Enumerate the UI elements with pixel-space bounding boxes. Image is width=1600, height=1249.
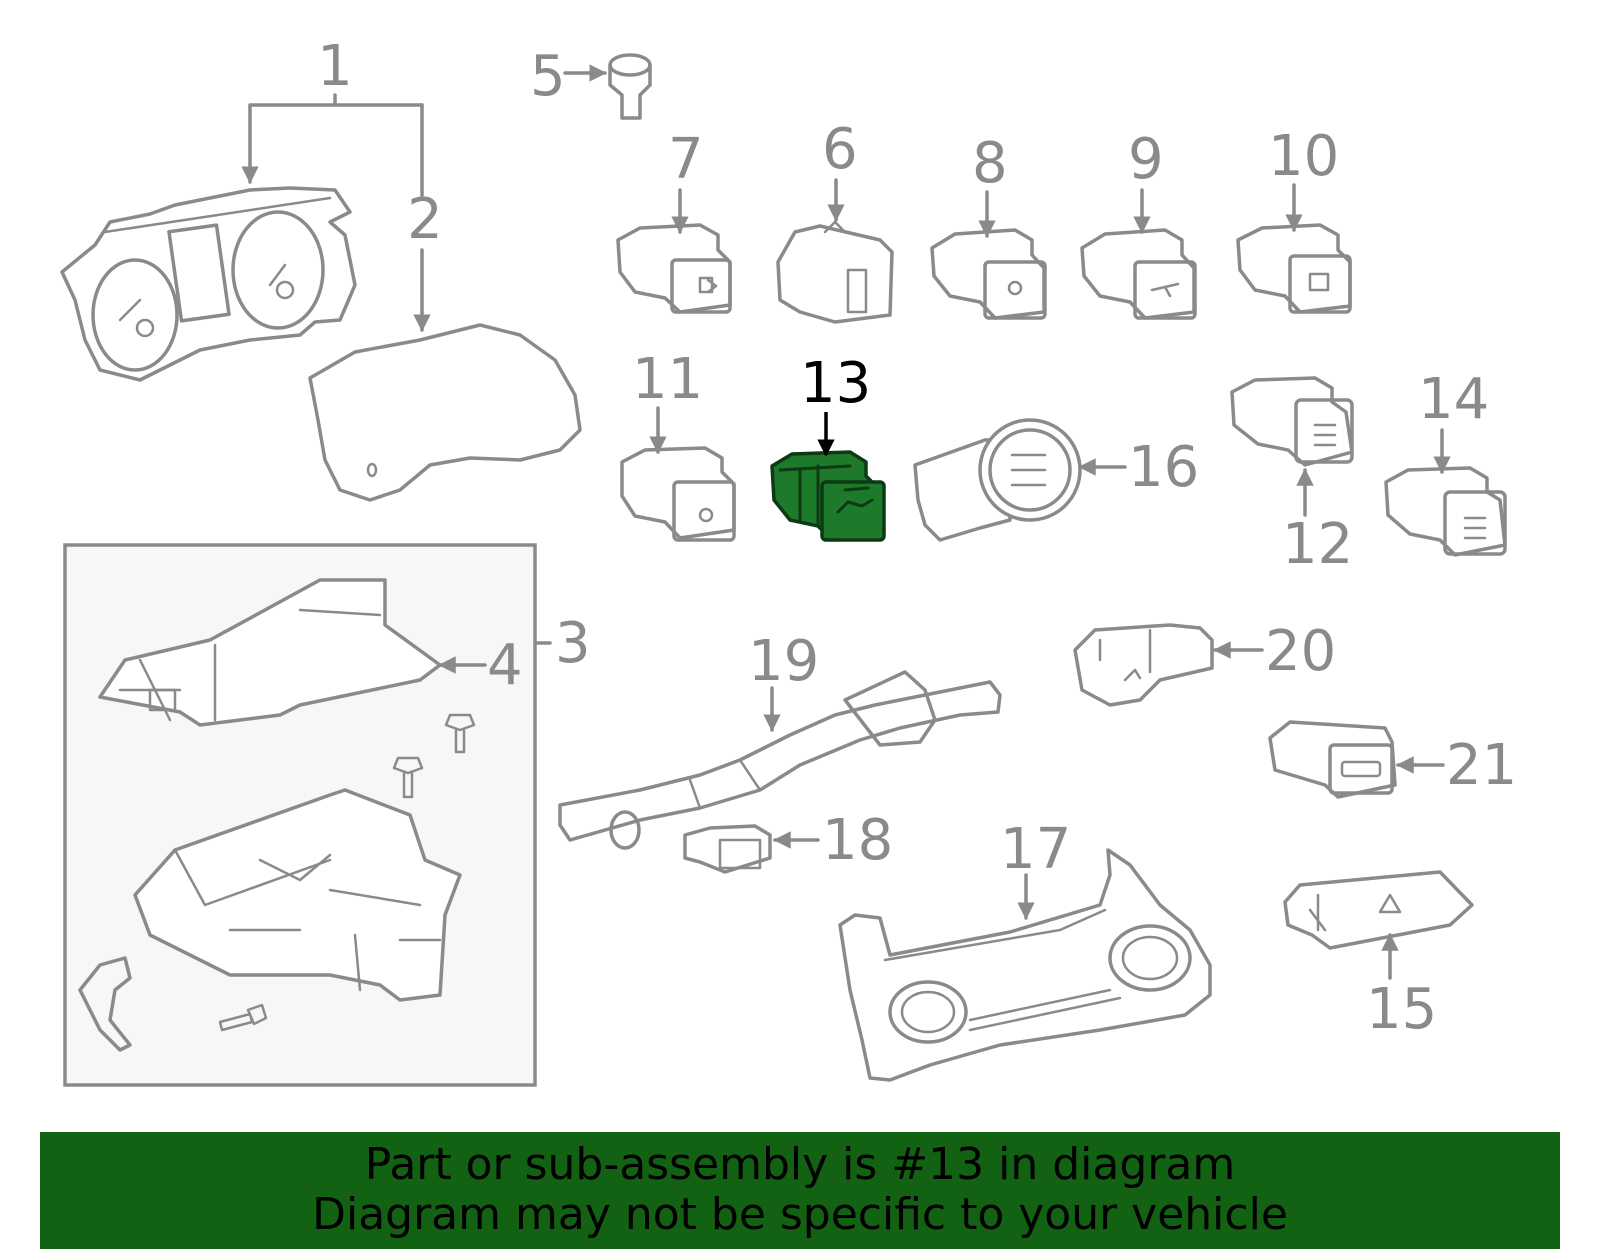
part-3-assembly-box[interactable] <box>63 543 537 1087</box>
callout-label-12: 12 <box>1282 512 1353 577</box>
part-20-sensor[interactable] <box>1073 623 1214 707</box>
callout-19: 19 <box>748 629 819 732</box>
callout-label-4: 4 <box>487 633 523 698</box>
callout-5: 5 <box>530 44 607 109</box>
callout-label-21: 21 <box>1446 733 1517 798</box>
callout-label-20: 20 <box>1265 619 1336 684</box>
part-11-switch[interactable] <box>620 446 736 542</box>
callout-4: 4 <box>438 633 523 698</box>
part-7-switch[interactable] <box>616 223 732 314</box>
part-13-switch-highlighted[interactable] <box>770 450 886 542</box>
callout-label-15: 15 <box>1366 977 1437 1042</box>
part-17-bezel[interactable] <box>838 848 1212 1082</box>
callout-7: 7 <box>668 127 704 234</box>
callout-label-14: 14 <box>1418 367 1489 432</box>
callout-label-7: 7 <box>668 127 704 192</box>
callout-label-2: 2 <box>407 187 443 252</box>
info-banner: Part or sub-assembly is #13 in diagram D… <box>40 1132 1560 1249</box>
callout-label-16: 16 <box>1128 435 1199 500</box>
callout-label-13: 13 <box>800 351 871 416</box>
part-14-switch[interactable] <box>1384 466 1507 557</box>
callout-15: 15 <box>1366 933 1437 1042</box>
callout-20: 20 <box>1213 619 1336 684</box>
banner-line-1: Part or sub-assembly is #13 in diagram <box>364 1139 1236 1190</box>
part-19-lever[interactable] <box>558 670 1002 850</box>
callout-label-5: 5 <box>530 44 566 109</box>
banner-line-2: Diagram may not be specific to your vehi… <box>312 1189 1288 1240</box>
callout-label-18: 18 <box>822 808 893 873</box>
callout-label-3: 3 <box>555 611 591 676</box>
callout-label-1: 1 <box>317 34 353 99</box>
callout-8: 8 <box>972 131 1008 238</box>
part-18-connector[interactable] <box>683 824 772 874</box>
part-5-clip[interactable] <box>608 53 652 120</box>
part-10-switch[interactable] <box>1236 223 1352 314</box>
part-6-switch[interactable] <box>776 220 894 324</box>
callout-14: 14 <box>1418 367 1489 474</box>
part-12-switch[interactable] <box>1230 376 1354 467</box>
callout-6: 6 <box>822 117 858 222</box>
part-16-start-button[interactable] <box>913 418 1082 542</box>
callout-2: 2 <box>407 187 443 332</box>
callout-label-17: 17 <box>1000 817 1071 882</box>
part-1-instrument-cluster[interactable] <box>60 186 357 382</box>
callout-18: 18 <box>773 808 893 873</box>
callout-label-6: 6 <box>822 117 858 182</box>
part-21-usb-port[interactable] <box>1268 720 1397 799</box>
callout-12: 12 <box>1282 468 1353 577</box>
part-15-hazard-switch[interactable] <box>1283 870 1474 950</box>
callout-9: 9 <box>1128 127 1164 234</box>
callout-16: 16 <box>1078 435 1199 500</box>
callout-13: 13 <box>800 351 871 457</box>
callout-1: 1 <box>250 34 424 195</box>
callout-label-10: 10 <box>1268 124 1339 189</box>
callout-label-11: 11 <box>632 347 703 412</box>
callout-label-19: 19 <box>748 629 819 694</box>
part-8-switch[interactable] <box>930 228 1047 320</box>
part-9-switch[interactable] <box>1080 228 1197 320</box>
callout-17: 17 <box>1000 817 1071 920</box>
callout-label-9: 9 <box>1128 127 1164 192</box>
callout-11: 11 <box>632 347 703 454</box>
callout-3: 3 <box>533 611 591 676</box>
part-2-cluster-lens[interactable] <box>308 323 582 502</box>
callout-10: 10 <box>1268 124 1339 232</box>
callout-21: 21 <box>1396 733 1517 798</box>
callout-label-8: 8 <box>972 131 1008 196</box>
